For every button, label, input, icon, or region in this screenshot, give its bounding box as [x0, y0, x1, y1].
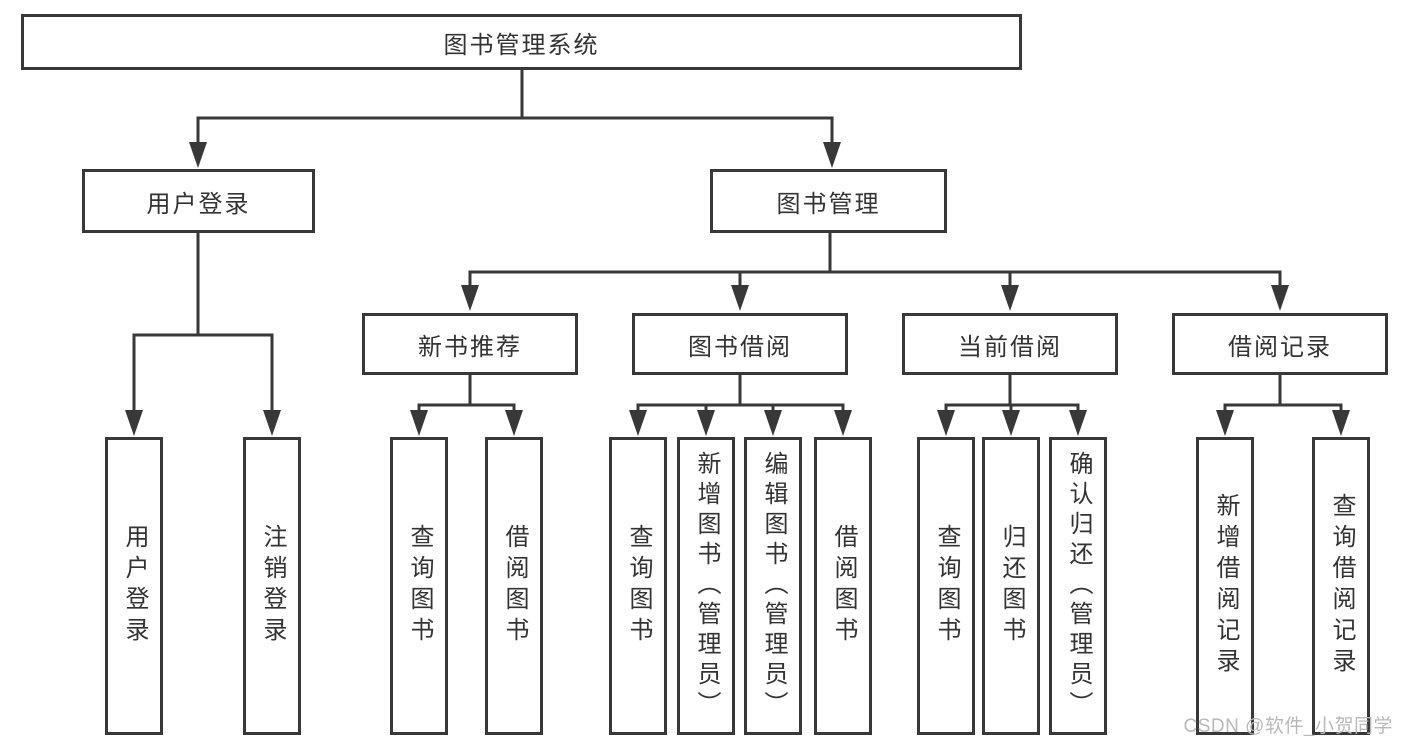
leaf-query-books-current-label: 查询图书 — [933, 524, 960, 648]
leaf-query-books-recommend: 查询图书 — [390, 437, 448, 735]
leaf-logout: 注销登录 — [243, 437, 301, 735]
leaf-borrow-books-label: 借阅图书 — [830, 524, 857, 648]
leaf-return-books-label: 归还图书 — [998, 524, 1025, 648]
node-user-login-label: 用户登录 — [146, 190, 251, 218]
node-current-borrowing-label: 当前借阅 — [958, 333, 1062, 361]
leaf-edit-books-admin-label: 编辑图书（管理员） — [760, 451, 787, 721]
node-user-login: 用户登录 — [82, 169, 315, 233]
node-book-borrowing: 图书借阅 — [632, 313, 848, 375]
csdn-watermark: CSDN @软件_小贺同学 — [1183, 716, 1393, 737]
leaf-query-books-current: 查询图书 — [917, 437, 975, 735]
leaf-query-borrow-record-label: 查询借阅记录 — [1328, 493, 1355, 679]
node-new-book-recommend-label: 新书推荐 — [418, 333, 522, 361]
node-book-management-label: 图书管理 — [776, 190, 881, 218]
node-book-management: 图书管理 — [710, 169, 947, 233]
node-borrow-records-label: 借阅记录 — [1228, 333, 1332, 361]
leaf-user-login: 用户登录 — [105, 437, 163, 735]
node-root-library-system: 图书管理系统 — [21, 14, 1022, 70]
node-new-book-recommend: 新书推荐 — [362, 313, 578, 375]
leaf-borrow-books-recommend-label: 借阅图书 — [501, 524, 528, 648]
leaf-borrow-books: 借阅图书 — [814, 437, 872, 735]
leaf-query-books-borrowing: 查询图书 — [609, 437, 667, 735]
node-current-borrowing: 当前借阅 — [902, 313, 1118, 375]
leaf-user-login-label: 用户登录 — [121, 524, 148, 648]
leaf-add-books-admin: 新增图书（管理员） — [677, 437, 735, 735]
node-borrow-records: 借阅记录 — [1172, 313, 1388, 375]
leaf-query-books-borrowing-label: 查询图书 — [625, 524, 652, 648]
leaf-confirm-return-admin-label: 确认归还（管理员） — [1065, 451, 1092, 721]
leaf-add-borrow-record-label: 新增借阅记录 — [1212, 493, 1239, 679]
leaf-query-borrow-record: 查询借阅记录 — [1312, 437, 1370, 735]
leaf-add-books-admin-label: 新增图书（管理员） — [693, 451, 720, 721]
node-book-borrowing-label: 图书借阅 — [688, 333, 792, 361]
leaf-logout-label: 注销登录 — [259, 524, 286, 648]
leaf-return-books: 归还图书 — [982, 437, 1040, 735]
node-root-label: 图书管理系统 — [443, 31, 600, 59]
leaf-borrow-books-recommend: 借阅图书 — [485, 437, 543, 735]
leaf-confirm-return-admin: 确认归还（管理员） — [1049, 437, 1107, 735]
leaf-add-borrow-record: 新增借阅记录 — [1196, 437, 1254, 735]
leaf-edit-books-admin: 编辑图书（管理员） — [744, 437, 802, 735]
leaf-query-books-recommend-label: 查询图书 — [406, 524, 433, 648]
